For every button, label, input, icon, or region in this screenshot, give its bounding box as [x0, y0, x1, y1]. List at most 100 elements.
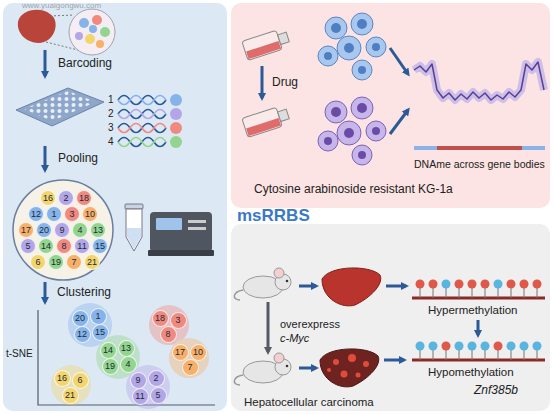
circle-number: 16	[43, 194, 53, 203]
barcode-strands	[118, 96, 166, 147]
lollipop-plots	[412, 297, 545, 300]
cell-clusters	[351, 13, 373, 35]
lollipop-plots	[468, 280, 477, 289]
tissue-illustration	[18, 9, 115, 55]
circle-number: 16	[57, 374, 67, 383]
cell-clusters	[357, 19, 367, 29]
step-label: Pooling	[58, 152, 98, 166]
circle-number: 18	[155, 314, 165, 323]
lollipop-plots	[442, 280, 451, 289]
cell-clusters	[331, 23, 341, 33]
circle-number: 17	[175, 348, 185, 357]
numbered-circle: 19	[48, 254, 64, 270]
liver-illustrations	[341, 371, 348, 378]
numbered-circle: 4	[120, 356, 137, 373]
numbered-circle: 1	[46, 206, 62, 222]
tissue-illustration	[18, 10, 56, 43]
result-label: Hypermethylation	[428, 304, 517, 317]
panel-backgrounds	[3, 3, 227, 411]
barcode-number: 3	[108, 122, 114, 134]
flow-arrows	[299, 367, 316, 370]
numbered-circle: 20	[36, 222, 52, 238]
mouse-illustrations	[286, 280, 289, 283]
mouse-illustrations	[286, 365, 289, 368]
cell-clusters	[325, 17, 347, 39]
circle-number: 8	[165, 330, 170, 339]
lollipop-plots	[416, 280, 425, 289]
step-label: overexpress	[280, 318, 340, 331]
numbered-circle: 8	[56, 238, 72, 254]
liver-illustrations	[363, 361, 369, 367]
numbered-circle: 15	[92, 324, 109, 341]
numbered-circle: 18	[152, 310, 169, 327]
plot-caption: DNAme across gene bodies	[414, 158, 545, 170]
lollipop-plots	[416, 342, 425, 351]
numbered-circle: 12	[74, 326, 91, 343]
numbered-circle: 10	[190, 344, 207, 361]
lollipop-plots	[429, 342, 438, 351]
liver-illustrations	[327, 368, 331, 372]
circle-number: 4	[77, 226, 82, 235]
numbered-circle: 17	[172, 344, 189, 361]
circle-number: 3	[175, 316, 180, 325]
methylation-profile	[414, 62, 544, 100]
numbered-circle: 16	[40, 190, 56, 206]
cell-clusters	[390, 110, 408, 134]
numbered-circle: 18	[76, 190, 92, 206]
liver-illustrations	[356, 373, 361, 378]
flow-arrows	[299, 285, 316, 288]
lollipop-plots	[420, 348, 537, 360]
circle-number: 10	[85, 210, 95, 219]
well-plate	[24, 91, 96, 121]
cell-clusters	[352, 60, 372, 80]
numbered-circle: 19	[102, 358, 119, 375]
cell-clusters	[358, 66, 366, 74]
barcode-dots	[170, 108, 182, 120]
circle-number: 14	[41, 242, 51, 251]
circle-number: 5	[155, 391, 160, 400]
numbered-circle: 13	[90, 222, 106, 238]
circle-number: 9	[135, 376, 140, 385]
cell-clusters	[344, 128, 354, 138]
cell-clusters	[366, 121, 386, 141]
barcode-number: 1	[108, 94, 114, 106]
flow-arrows	[384, 359, 404, 362]
numbered-circle: 11	[74, 238, 90, 254]
cell-clusters	[318, 13, 408, 165]
culture-flasks	[242, 30, 282, 60]
circle-number: 11	[135, 392, 144, 401]
tube-and-sequencer	[125, 204, 214, 256]
lollipop-plots	[455, 342, 464, 351]
tube-and-sequencer	[126, 209, 142, 251]
flow-arrows	[386, 285, 406, 288]
culture-flasks	[242, 104, 291, 137]
cell-clusters	[337, 36, 361, 60]
tube-and-sequencer	[125, 204, 143, 209]
pool-ring	[13, 180, 113, 280]
cell-clusters	[318, 131, 338, 151]
tube-and-sequencer	[188, 220, 206, 223]
barcode-strands	[118, 124, 166, 133]
methylation-profile	[414, 62, 545, 148]
circle-number: 7	[187, 363, 192, 372]
lollipop-plots	[468, 342, 477, 351]
cell-clusters	[366, 37, 386, 57]
circle-number: 15	[95, 242, 105, 251]
circle-number: 12	[31, 210, 41, 219]
circle-number: 3	[69, 210, 74, 219]
tissue-illustration	[89, 25, 97, 33]
barcode-number: 4	[108, 136, 114, 148]
lollipop-plots	[455, 280, 464, 289]
culture-flasks	[246, 118, 281, 136]
cell-clusters	[324, 52, 332, 60]
tissue-illustration	[100, 27, 110, 37]
circle-number: 13	[121, 344, 131, 353]
culture-flasks	[278, 109, 290, 121]
tissue-illustration	[75, 32, 83, 40]
circle-number: 15	[95, 328, 105, 337]
methylation-profile	[414, 146, 545, 150]
numbered-circle: 12	[28, 206, 44, 222]
panel-backgrounds	[231, 3, 550, 208]
lollipop-plots	[412, 280, 545, 361]
barcode-dots	[170, 94, 182, 106]
